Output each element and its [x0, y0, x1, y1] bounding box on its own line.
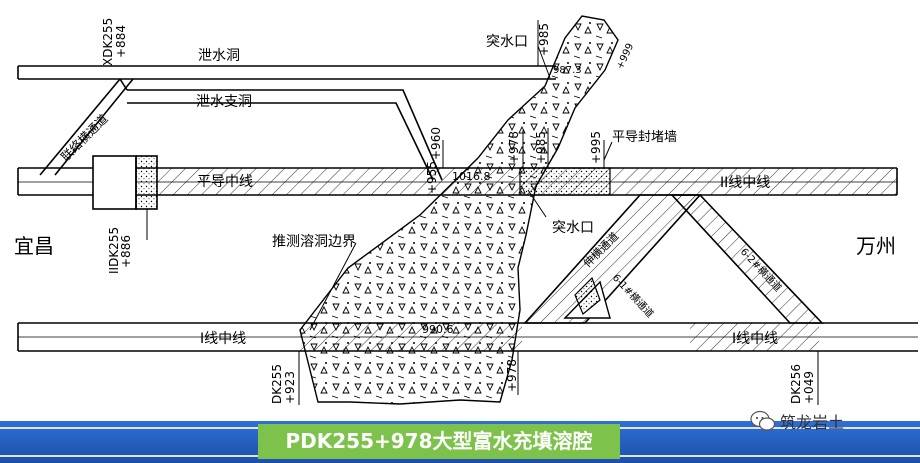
station-955: +955 — [425, 161, 439, 194]
station-987-3: 987.3 — [553, 65, 582, 76]
drain-branch-tunnel — [127, 89, 443, 181]
label-passage-1: 6-1#横通道 — [610, 271, 657, 320]
station-iidk-b: +886 — [119, 235, 133, 268]
station-985-mid: +985 — [534, 131, 548, 164]
watermark: 筑龙岩土 — [750, 408, 844, 434]
karst-cave — [299, 15, 619, 405]
connecting-passage — [39, 78, 134, 176]
station-dk049-b: +049 — [802, 371, 816, 404]
station-dk923-b: +923 — [283, 371, 297, 404]
station-xdk884-b: +884 — [114, 25, 128, 58]
portal-block — [92, 155, 158, 210]
station-978-upper: +978 — [507, 131, 521, 164]
watermark-text: 筑龙岩土 — [780, 413, 845, 432]
caption: PDK255+978大型富水充填溶腔 — [258, 424, 620, 459]
station-995: +995 — [589, 131, 603, 164]
station-985-top: +985 — [537, 23, 551, 56]
station-1016-8: 1016.8 — [452, 170, 491, 183]
drain-tunnel — [17, 65, 556, 80]
station-dk923-a: DK255 — [270, 364, 284, 404]
station-960: +960 — [429, 127, 443, 160]
label-plug-wall: 平导封堵墙 — [612, 130, 677, 145]
label-cave-boundary: 推测溶洞边界 — [272, 234, 356, 250]
label-drain-branch: 泄水支洞 — [196, 94, 252, 110]
label-wanzhou: 万州 — [856, 234, 896, 258]
station-990-6: 990.6 — [422, 323, 454, 336]
cross-passages — [523, 194, 824, 324]
station-dk049-a: DK256 — [789, 364, 803, 404]
label-drain-tunnel: 泄水洞 — [198, 48, 240, 64]
wechat-icon — [750, 410, 776, 431]
station-labels: XDK255 +884 +985 +999 987.3 +960 +978 +9… — [101, 18, 816, 404]
station-999: +999 — [615, 42, 637, 72]
label-yichang: 宜昌 — [14, 234, 54, 258]
station-ticks — [146, 20, 819, 405]
label-water-burst-mid: 突水口 — [552, 220, 594, 236]
station-978-lower: +978 — [505, 359, 519, 392]
leader-lines — [309, 45, 613, 331]
label-parallel-guide: 平导中线 — [197, 174, 253, 190]
label-line1-left: I线中线 — [200, 331, 246, 347]
station-xdk884-a: XDK255 — [101, 18, 115, 66]
label-water-burst-top: 突水口 — [486, 34, 528, 50]
label-line2: II线中线 — [720, 175, 770, 191]
label-line1-right: I线中线 — [732, 331, 778, 347]
station-iidk-a: IIDK255 — [107, 227, 121, 274]
